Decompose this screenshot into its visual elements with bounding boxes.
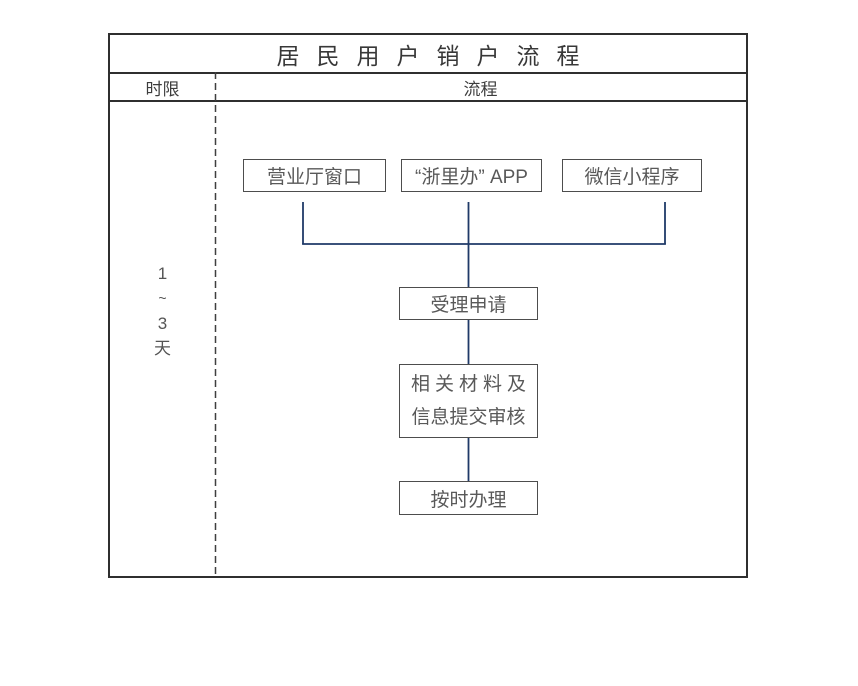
node-label: 按时办理 [430, 489, 507, 511]
node-materials-review: 相关材料及 信息提交审核 [399, 364, 538, 438]
title-row: 居民用户销户流程 [110, 35, 746, 74]
node-process-on-time: 按时办理 [399, 481, 538, 515]
time-limit-char: ~ [158, 290, 167, 306]
node-label: “浙里办” APP [415, 167, 528, 188]
node-label: 受理申请 [430, 295, 507, 316]
time-limit-value: 1 ~ 3 天 [110, 261, 215, 361]
node-business-hall-window: 营业厅窗口 [243, 159, 386, 192]
node-zheliban-app: “浙里办” APP [401, 159, 542, 192]
node-label-line1: 相关材料及 [410, 374, 531, 395]
header-row: 时限 流程 [110, 74, 746, 102]
time-limit-char: 1 [157, 264, 168, 283]
header-time-limit: 时限 [145, 79, 180, 99]
page-title: 居民用户销户流程 [276, 42, 597, 69]
node-accept-application: 受理申请 [399, 287, 538, 320]
header-process: 流程 [463, 79, 498, 99]
time-limit-char: 天 [154, 339, 171, 358]
node-label: 营业厅窗口 [266, 167, 362, 188]
node-label: 微信小程序 [584, 167, 680, 188]
node-label-line2: 信息提交审核 [411, 407, 526, 428]
time-limit-char: 3 [157, 314, 168, 333]
flowchart-frame: 居民用户销户流程 时限 流程 1 ~ 3 天 [108, 33, 748, 578]
node-wechat-mini-program: 微信小程序 [562, 159, 702, 192]
